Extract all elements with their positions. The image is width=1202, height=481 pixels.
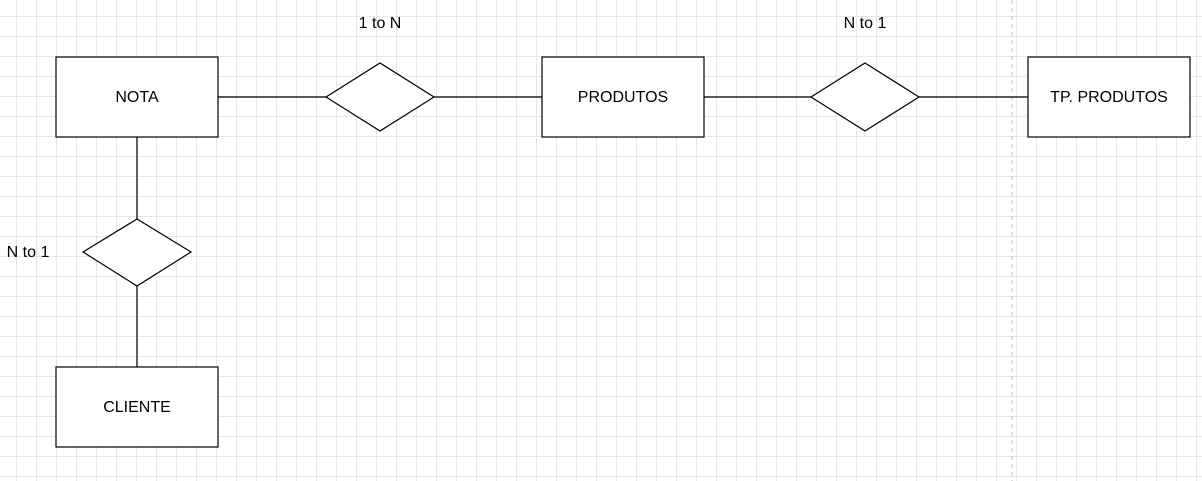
entity-produtos[interactable]: PRODUTOS bbox=[541, 56, 705, 138]
relationship-diamond-nota-cliente[interactable] bbox=[81, 218, 193, 287]
entity-tp-produtos-label: TP. PRODUTOS bbox=[1050, 89, 1168, 106]
entity-produtos-label: PRODUTOS bbox=[578, 89, 668, 106]
entity-nota-label: NOTA bbox=[115, 89, 159, 106]
cardinality-label-produtos-tp-produtos: N to 1 bbox=[844, 15, 887, 32]
relationship-diamond-nota-produtos[interactable] bbox=[324, 62, 436, 132]
cardinality-label-nota-cliente: N to 1 bbox=[7, 244, 50, 261]
entity-tp-produtos[interactable]: TP. PRODUTOS bbox=[1027, 56, 1191, 138]
relationship-diamond-produtos-tp-produtos[interactable] bbox=[809, 62, 921, 132]
entity-cliente[interactable]: CLIENTE bbox=[55, 366, 219, 448]
cardinality-label-nota-produtos: 1 to N bbox=[359, 15, 402, 32]
entity-nota[interactable]: NOTA bbox=[55, 56, 219, 138]
entity-cliente-label: CLIENTE bbox=[103, 399, 171, 416]
